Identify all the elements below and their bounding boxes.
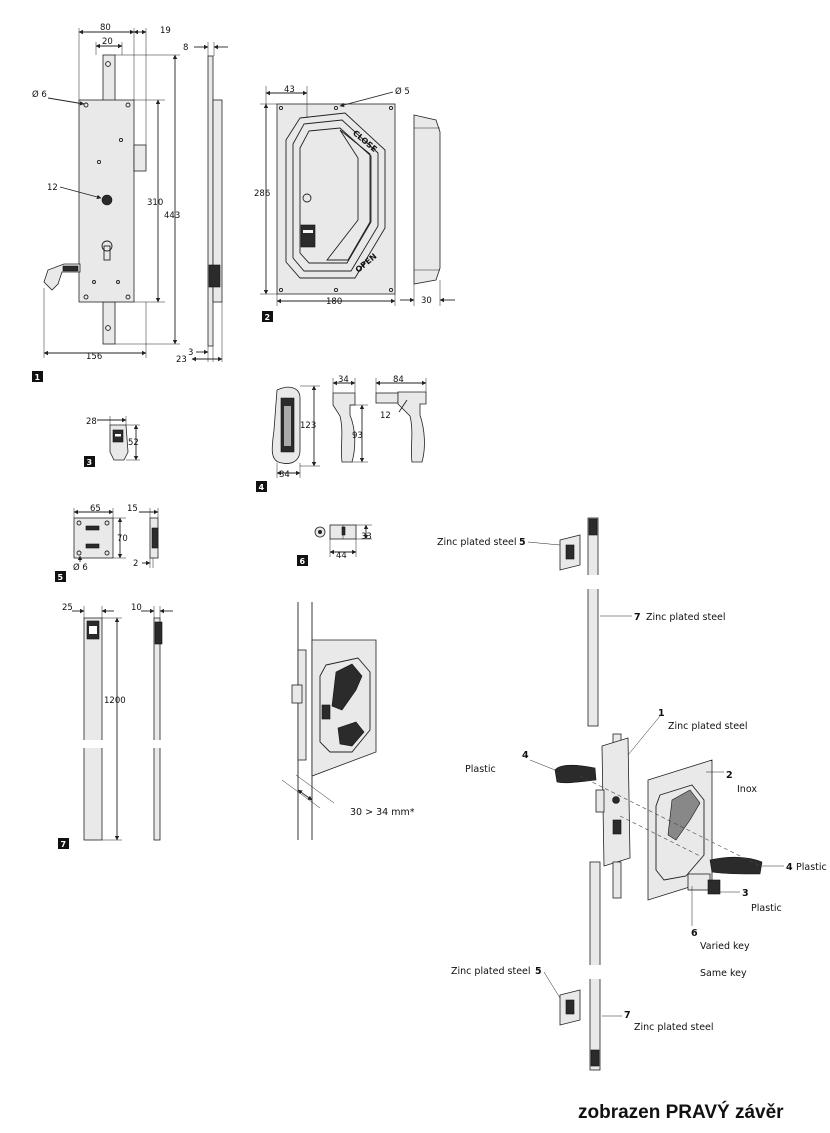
callout-7-top-material: Zinc plated steel bbox=[646, 612, 726, 623]
dim-height-286: 286 bbox=[254, 189, 270, 199]
callout-7-top-number: 7 bbox=[634, 612, 641, 623]
dim-hole-diameter-6-strike: Ø 6 bbox=[73, 562, 88, 573]
dim-height-33: 33 bbox=[361, 532, 372, 542]
dim-height-310: 310 bbox=[147, 198, 163, 208]
dim-height-123: 123 bbox=[300, 421, 316, 431]
dim-25: 25 bbox=[62, 603, 73, 613]
callout-7-bottom-material: Zinc plated steel bbox=[634, 1022, 714, 1033]
dim-height-443: 443 bbox=[164, 211, 180, 221]
dim-28: 28 bbox=[86, 417, 97, 427]
dim-34-side: 34 bbox=[338, 375, 349, 385]
dim-lock-width-80: 80 bbox=[100, 23, 111, 33]
callout-6-same-key: Same key bbox=[700, 968, 747, 979]
callout-5-top-material: Zinc plated steel bbox=[437, 537, 517, 548]
dim-height-93: 93 bbox=[352, 431, 363, 441]
dim-23: 23 bbox=[176, 355, 187, 365]
part-2-tag: 2 bbox=[265, 313, 271, 322]
part-1-tag: 1 bbox=[35, 373, 41, 382]
callout-4-left-number: 4 bbox=[522, 750, 529, 761]
dim-10: 10 bbox=[131, 603, 142, 613]
callout-1-material: Zinc plated steel bbox=[668, 721, 748, 732]
dim-2: 2 bbox=[133, 559, 138, 569]
dim-44: 44 bbox=[336, 551, 347, 561]
part-4-lever-handles: 34 123 34 93 84 12 bbox=[271, 375, 427, 480]
dim-84: 84 bbox=[393, 375, 404, 385]
dim-hole-diameter-5: Ø 5 bbox=[395, 86, 410, 97]
callout-6-varied-key: Varied key bbox=[700, 941, 750, 952]
door-thickness-label: 30 > 34 mm* bbox=[350, 807, 415, 818]
dim-15: 15 bbox=[127, 504, 138, 514]
dim-width-156: 156 bbox=[86, 352, 102, 362]
part-1-tag-box bbox=[32, 371, 43, 382]
part-6-tag: 6 bbox=[300, 557, 306, 566]
part-4-tag: 4 bbox=[259, 483, 265, 492]
assembly-flush-handle bbox=[647, 759, 713, 901]
dim-hole-diameter-6: Ø 6 bbox=[32, 89, 47, 100]
callout-4-right-material: Plastic bbox=[796, 862, 827, 873]
part-3-tag: 3 bbox=[87, 458, 93, 467]
dim-43: 43 bbox=[284, 85, 295, 95]
callout-3-material: Plastic bbox=[751, 903, 782, 914]
installation-view: 30 > 34 mm* bbox=[281, 602, 415, 840]
callout-5-top-number: 5 bbox=[519, 537, 526, 548]
part-5-tag: 5 bbox=[58, 573, 64, 582]
dim-height-70: 70 bbox=[117, 534, 128, 544]
callout-7-bottom-number: 7 bbox=[624, 1010, 631, 1021]
assembly-levers-and-cylinder bbox=[554, 764, 763, 895]
assembly-axis-lines bbox=[579, 775, 761, 867]
part-7-tag: 7 bbox=[61, 840, 67, 849]
dim-3: 3 bbox=[188, 348, 193, 358]
assembly-strike-plates bbox=[559, 534, 581, 1026]
dim-30: 30 bbox=[421, 296, 432, 306]
callout-4-left-material: Plastic bbox=[465, 764, 496, 775]
dim-width-180: 180 bbox=[326, 297, 342, 307]
dim-12: 12 bbox=[47, 183, 58, 193]
footer-caption: zobrazen PRAVÝ závěr bbox=[578, 1102, 784, 1123]
part-2-flush-handle: CLOSE OPEN bbox=[276, 103, 441, 295]
part-5-strike-plate: 65 70 Ø 6 15 2 bbox=[73, 504, 159, 573]
callout-3-number: 3 bbox=[742, 888, 749, 899]
part-1-lock-body bbox=[43, 54, 147, 345]
part-4-tag-box bbox=[256, 481, 267, 492]
dim-20: 20 bbox=[102, 37, 113, 47]
dim-12-lever: 12 bbox=[380, 411, 391, 421]
assembly-rods bbox=[583, 517, 605, 1071]
part-5-tag-box bbox=[55, 571, 66, 582]
part-6-cylinder: 33 44 bbox=[314, 524, 372, 561]
dim-length-1200: 1200 bbox=[104, 696, 126, 706]
part-1-side-view: 8 3 23 bbox=[176, 42, 228, 365]
dim-height-52: 52 bbox=[128, 438, 139, 448]
dim-8: 8 bbox=[183, 43, 188, 53]
assembly-lock-body bbox=[595, 733, 631, 899]
part-3-cylinder-pull: 28 52 bbox=[86, 416, 140, 461]
part-7-rod: 25 1200 10 bbox=[62, 603, 173, 841]
part-6-tag-box bbox=[297, 555, 308, 566]
dim-65: 65 bbox=[90, 504, 101, 514]
part-7-tag-box bbox=[58, 838, 69, 849]
callout-4-right-number: 4 bbox=[786, 862, 793, 873]
part-2-tag-box bbox=[262, 311, 273, 322]
dim-34-front: 34 bbox=[279, 470, 290, 480]
callout-1-number: 1 bbox=[658, 708, 665, 719]
part-2-dimensions: 43 Ø 5 286 180 30 bbox=[254, 85, 455, 307]
callout-2-material: Inox bbox=[737, 784, 757, 795]
callout-2-number: 2 bbox=[726, 770, 733, 781]
part-1-dimensions: 80 19 20 Ø 6 12 310 443 156 bbox=[32, 23, 180, 362]
callout-5-bottom-material: Zinc plated steel bbox=[451, 966, 531, 977]
part-3-tag-box bbox=[84, 456, 95, 467]
dim-19: 19 bbox=[160, 26, 171, 36]
callout-6-number: 6 bbox=[691, 928, 698, 939]
callouts: Zinc plated steel 5 7 Zinc plated steel … bbox=[437, 537, 827, 1033]
callout-5-bottom-number: 5 bbox=[535, 966, 542, 977]
